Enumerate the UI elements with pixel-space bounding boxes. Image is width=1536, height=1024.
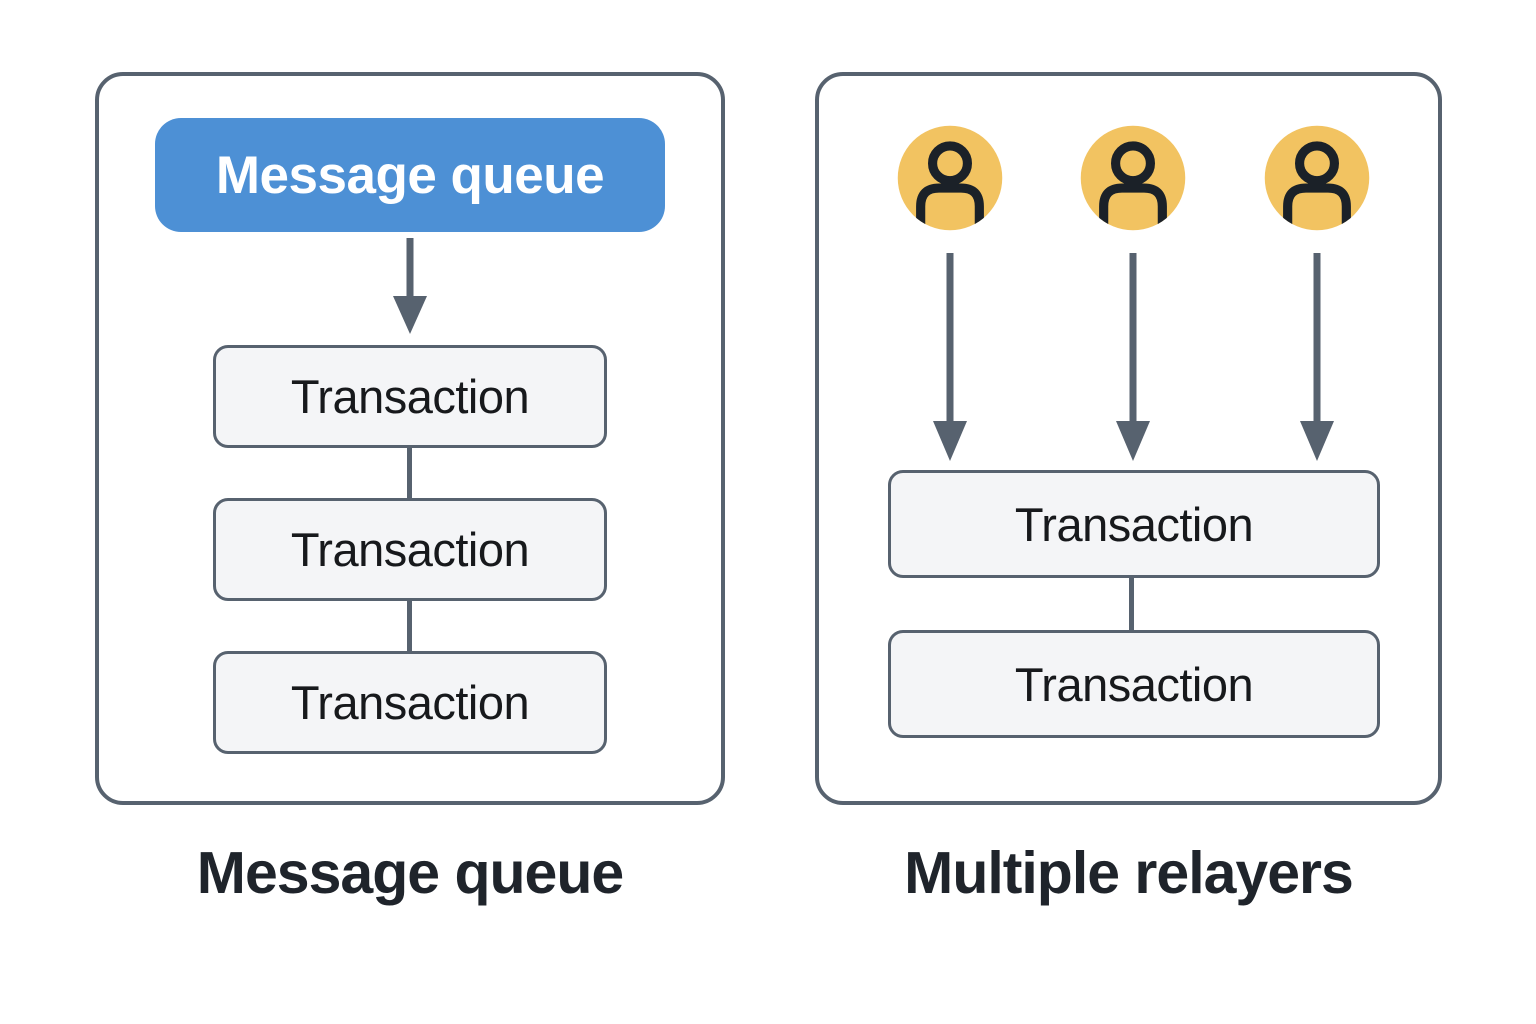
transaction-label: Transaction (290, 523, 530, 576)
right-panel-caption-label: Multiple relayers (904, 840, 1354, 906)
transaction-node: Transaction (888, 630, 1380, 738)
connector-line (1129, 574, 1134, 634)
transaction-label: Transaction (290, 370, 530, 423)
left-panel-caption: Message queue (95, 838, 725, 908)
transaction-label: Transaction (290, 676, 530, 729)
transaction-label: Transaction (1014, 497, 1254, 551)
message-queue-badge: Message queue (155, 118, 665, 232)
transaction-node: Transaction (213, 498, 607, 601)
connector-line (407, 444, 412, 502)
transaction-label: Transaction (1014, 657, 1254, 711)
down-arrow-icon (1116, 253, 1150, 461)
user-icon (897, 125, 1003, 231)
transaction-node: Transaction (213, 651, 607, 754)
down-arrow-icon (933, 253, 967, 461)
message-queue-badge-label: Message queue (215, 145, 605, 205)
transaction-node: Transaction (213, 345, 607, 448)
user-icon (1264, 125, 1370, 231)
down-arrow-icon (393, 238, 427, 334)
left-panel-caption-label: Message queue (196, 840, 624, 906)
right-panel-caption: Multiple relayers (815, 838, 1442, 908)
transaction-node: Transaction (888, 470, 1380, 578)
user-icon (1080, 125, 1186, 231)
down-arrow-icon (1300, 253, 1334, 461)
connector-line (407, 597, 412, 655)
